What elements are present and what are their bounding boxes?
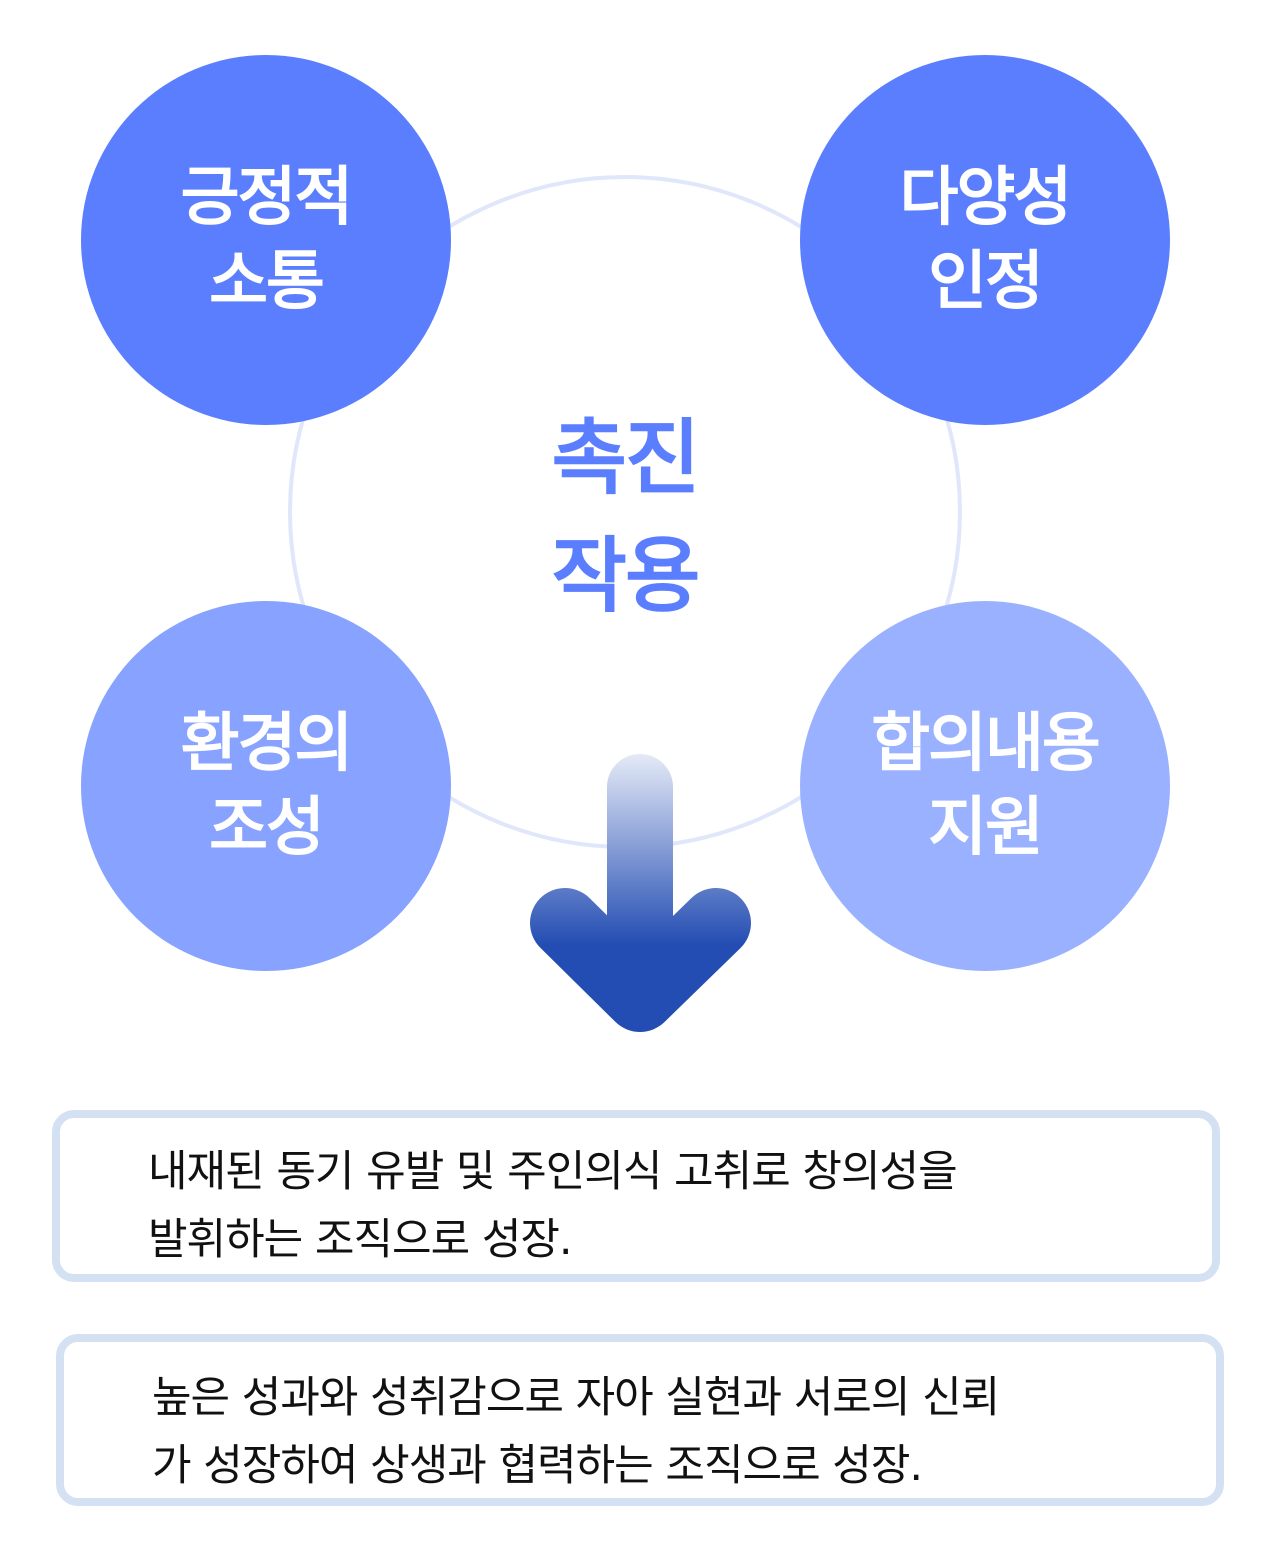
- outcome-box-creativity: 내재된 동기 유발 및 주인의식 고취로 창의성을 발휘하는 조직으로 성장.: [52, 1110, 1220, 1282]
- center-label-line: 작용: [551, 529, 701, 624]
- outcome-line: 높은 성과와 성취감으로 자아 실현과 서로의 신뢰: [152, 1373, 1000, 1423]
- circle-label: 다양성: [899, 161, 1073, 235]
- circle-environment: 환경의 조성: [81, 601, 451, 971]
- circle-label: 긍정적: [180, 161, 354, 235]
- outcome-line: 발휘하는 조직으로 성장.: [148, 1215, 573, 1265]
- down-arrow-icon: [530, 754, 751, 1032]
- outcome-text: 높은 성과와 성취감으로 자아 실현과 서로의 신뢰 가 성장하여 상생과 협력…: [152, 1364, 1196, 1500]
- center-label-line: 촉진: [551, 411, 701, 506]
- outcome-line: 가 성장하여 상생과 협력하는 조직으로 성장.: [152, 1441, 923, 1491]
- outcome-line: 내재된 동기 유발 및 주인의식 고취로 창의성을: [148, 1147, 958, 1197]
- outcome-text: 내재된 동기 유발 및 주인의식 고취로 창의성을 발휘하는 조직으로 성장.: [148, 1138, 1192, 1274]
- circle-label: 인정: [928, 245, 1044, 319]
- outcome-box-trust: 높은 성과와 성취감으로 자아 실현과 서로의 신뢰 가 성장하여 상생과 협력…: [56, 1334, 1224, 1506]
- circle-label: 소통: [209, 245, 325, 319]
- circle-label: 환경의: [180, 707, 354, 781]
- circle-label: 합의내용: [871, 707, 1101, 781]
- circle-diversity-recognition: 다양성 인정: [800, 55, 1170, 425]
- circle-label: 조성: [209, 791, 325, 865]
- circle-positive-communication: 긍정적 소통: [81, 55, 451, 425]
- circle-agreement-support: 합의내용 지원: [800, 601, 1170, 971]
- circle-label: 지원: [928, 791, 1044, 865]
- center-label: 촉진 작용: [440, 400, 810, 636]
